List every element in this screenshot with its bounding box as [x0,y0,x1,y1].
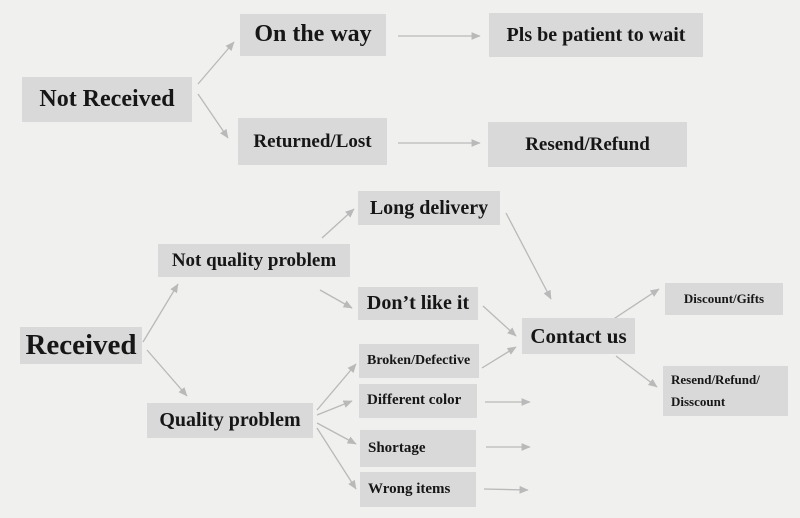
arrow-not-received-to-on-the-way [197,41,235,85]
node-discount-gifts: Discount/Gifts [665,283,783,315]
arrow-broken-defective-to-contact-us [481,346,517,369]
node-returned-lost: Returned/Lost [238,118,387,165]
arrow-received-to-quality-problem [146,349,188,397]
node-dont-like-it: Don’t like it [358,287,478,320]
node-resend-refund-disscount-line2: Disscount [671,394,726,409]
node-pls-be-patient-to-wait: Pls be patient to wait [489,13,703,57]
arrow-not-quality-to-long-delivery [321,208,355,239]
arrow-not-quality-to-dont-like-it [319,289,353,309]
arrow-quality-to-different-color [316,400,353,416]
arrow-dont-like-it-to-contact-us [482,305,517,337]
arrow-long-delivery-to-contact-us [505,212,552,300]
node-received: Received [20,327,142,364]
arrow-quality-to-shortage [316,422,357,445]
node-resend-refund-disscount-line1: Resend/Refund/ [671,372,760,388]
node-broken-defective: Broken/Defective [359,344,479,378]
node-different-color: Different color [359,384,477,418]
node-wrong-items: Wrong items [360,472,476,507]
node-quality-problem: Quality problem [147,403,313,438]
arrow-contact-us-to-resend-refund-disscount [615,355,658,388]
node-not-quality-problem: Not quality problem [158,244,350,277]
arrow-wrong-items-right [483,485,529,494]
arrow-received-to-not-quality-problem [142,283,179,343]
node-resend-refund: Resend/Refund [488,122,687,167]
node-resend-refund-disscount: Resend/Refund/ Disscount [663,366,788,416]
node-shortage: Shortage [360,430,476,467]
node-long-delivery: Long delivery [358,191,500,225]
node-on-the-way: On the way [240,14,386,56]
arrow-quality-to-wrong-items [316,427,357,490]
node-not-received: Not Received [22,77,192,122]
node-contact-us: Contact us [522,318,635,354]
arrow-quality-to-broken-defective [316,363,357,411]
arrow-not-received-to-returned-lost [197,93,229,139]
arrow-contact-us-to-discount-gifts [611,288,660,321]
